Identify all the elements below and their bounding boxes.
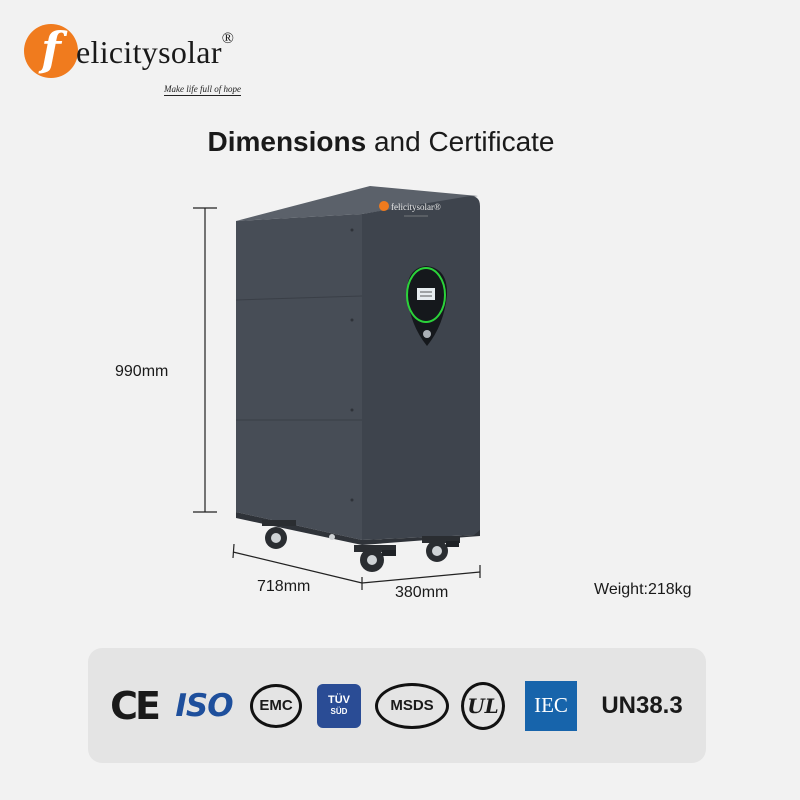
un38-3-label: UN38.3 bbox=[601, 691, 683, 719]
logo-wordmark: elicitysolar® bbox=[76, 30, 235, 70]
ul-logo-icon: UL bbox=[458, 648, 508, 763]
logo-mark-icon: f bbox=[24, 22, 78, 78]
logo-tagline: Make life full of hope bbox=[164, 84, 241, 96]
width-label: 380mm bbox=[395, 584, 449, 601]
caster-wheel-front-right bbox=[422, 536, 460, 562]
height-dimension-line bbox=[193, 207, 217, 513]
ul-text: UL bbox=[467, 693, 499, 718]
brand-logo: f elicitysolar® Make life full of hope bbox=[24, 18, 254, 98]
caster-wheels bbox=[262, 520, 460, 572]
status-ring bbox=[406, 267, 446, 323]
tuv-sud-logo-icon: TÜV SÜD bbox=[314, 648, 364, 763]
iso-text: ISO bbox=[175, 687, 233, 724]
depth-dimension-line bbox=[232, 543, 363, 590]
sud-text: SÜD bbox=[330, 706, 348, 716]
depth-label: 718mm bbox=[257, 578, 311, 595]
lcd-screen bbox=[417, 288, 435, 300]
caster-wheel-front-left bbox=[354, 545, 396, 572]
page-title: Dimensions and Certificate bbox=[207, 126, 555, 157]
power-button-icon bbox=[423, 330, 431, 338]
msds-text: MSDS bbox=[390, 697, 434, 714]
ce-mark-icon: CE bbox=[110, 683, 161, 728]
display-bezel bbox=[406, 266, 448, 346]
certificate-panel: CE ISO EMC TÜV SÜD MSDS UL IEC UN38.3 bbox=[88, 648, 706, 763]
tuv-text: TÜV bbox=[328, 693, 350, 706]
iec-text: IEC bbox=[534, 693, 568, 717]
weight-label: Weight:218kg bbox=[594, 581, 692, 598]
battery-cabinet: felicitysolar® bbox=[235, 186, 480, 545]
emc-logo-icon: EMC bbox=[250, 648, 302, 763]
width-dimension-line bbox=[361, 565, 481, 584]
emc-text: EMC bbox=[259, 697, 293, 714]
cabinet-brand-text: felicitysolar® bbox=[391, 202, 441, 212]
cabinet-logo-icon bbox=[379, 201, 389, 211]
iec-logo-icon: IEC bbox=[520, 648, 582, 763]
iso-logo-icon: ISO bbox=[168, 648, 240, 763]
caster-wheel-back-left bbox=[262, 520, 296, 549]
height-label: 990mm bbox=[115, 363, 169, 380]
msds-logo-icon: MSDS bbox=[374, 648, 450, 763]
